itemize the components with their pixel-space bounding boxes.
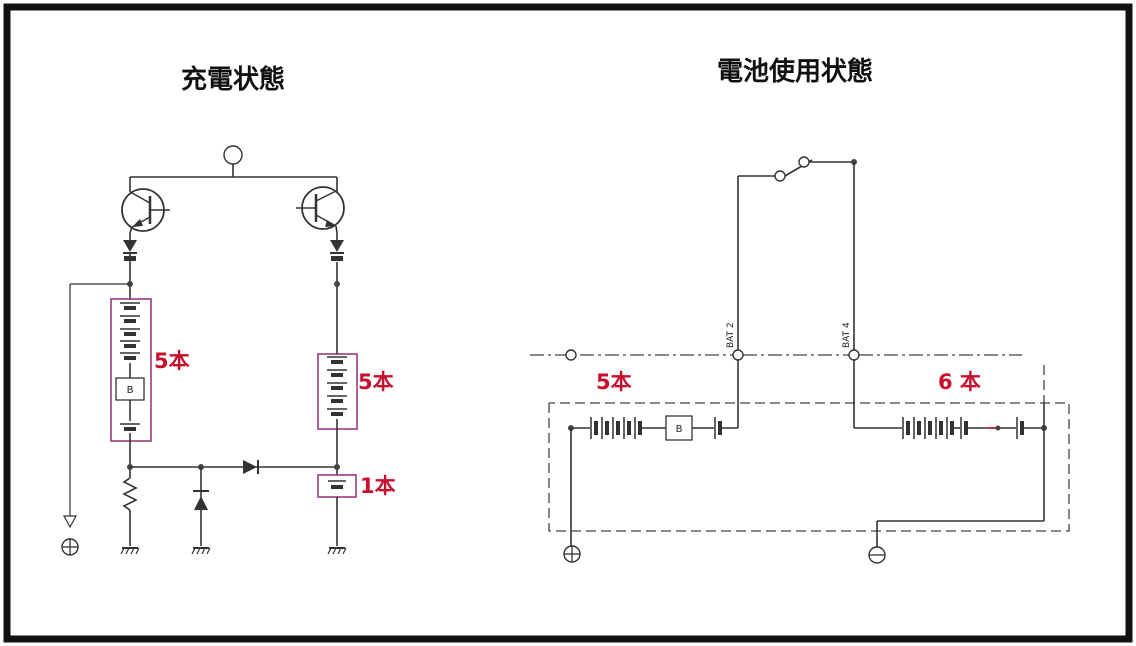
battery-count-use-left: 5本: [596, 370, 632, 394]
battery-group-right-box: [317, 353, 358, 430]
charging-circuit: B 5本 5本: [61, 145, 396, 556]
battery-use-circuit: BAT 2 BAT 4 B 5本: [530, 156, 1070, 564]
battery-count-single: 1本: [360, 474, 396, 498]
bat4-terminal: [848, 349, 860, 361]
battery-count-left: 5本: [154, 349, 190, 373]
battery-count-right: 5本: [358, 370, 394, 394]
right-panel-title: 電池使用状態: [717, 56, 873, 87]
battery-b-box-right: [665, 415, 693, 441]
pin-bat4-label: BAT 4: [842, 322, 852, 348]
pin-bat2-label: BAT 2: [726, 322, 736, 348]
transistor-right: [296, 186, 345, 234]
battery-group-left-box: [110, 298, 152, 442]
minus-terminal: [868, 546, 886, 564]
transistor-left: [121, 188, 170, 234]
plus-terminal-right: [563, 545, 581, 563]
outer-frame: [3, 3, 1133, 643]
bat2-terminal: [732, 349, 744, 361]
input-terminal: [223, 145, 243, 165]
left-panel-title: 充電状態: [181, 64, 285, 95]
plus-terminal-left: [61, 538, 79, 556]
battery-b-label-left: B: [127, 385, 134, 396]
battery-b-label-right: B: [676, 424, 683, 435]
battery-count-use-right: 6 本: [938, 370, 981, 394]
